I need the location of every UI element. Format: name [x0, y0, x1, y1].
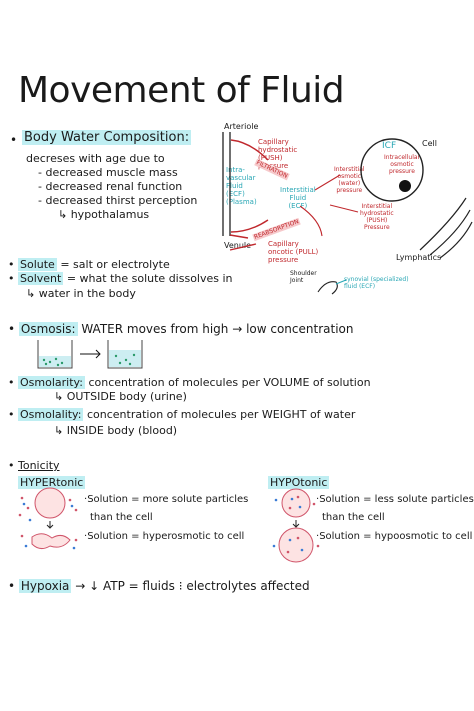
interstitial-hydro-l3: (PUSH)	[366, 217, 388, 224]
solvent-line: • Solvent = what the solute dissolves in	[8, 272, 233, 285]
intravascular-l1: Intra-	[226, 166, 245, 174]
hypo-line-2: ·Solution = hypoosmotic to cell	[316, 531, 473, 542]
cap-hydro-l2: hydrostatic	[258, 146, 298, 154]
solute-line: • Solute = salt or electrolyte	[8, 258, 170, 271]
solute-text: = salt or electrolyte	[60, 258, 170, 271]
cap-oncotic-l1: Capillary	[268, 240, 299, 248]
osmosis-text: WATER moves from high → low concentratio…	[81, 322, 354, 336]
hypo-line-1b: than the cell	[322, 512, 385, 523]
hypo-label: HYPOtonic	[268, 476, 330, 489]
hypo-line-1a-text: Solution = less solute particles	[319, 494, 474, 505]
venule-label: Venule	[224, 241, 252, 250]
bullet-body-water: •	[10, 133, 18, 147]
body-water-item-2: - decreased renal function	[38, 180, 183, 193]
hyper-line-2-text: Solution = hyperosmotic to cell	[87, 531, 245, 542]
lymphatics-label: Lymphatics	[396, 253, 442, 262]
shoulder-l1: Shoulder	[290, 270, 317, 277]
synovial-label: synovial (specialized) fluid (ECF)	[344, 276, 409, 290]
osmolarity-line: • Osmolarity: concentration of molecules…	[8, 376, 371, 389]
hyper-line-1a: ·Solution = more solute particles	[84, 494, 249, 505]
cap-hydro-l1: Capillary	[258, 138, 289, 146]
intravascular-l3: Fluid	[226, 182, 243, 190]
intracellular-osm-label: Intracellular osmotic pressure	[384, 154, 420, 175]
osmolality-label: Osmolality:	[18, 408, 84, 421]
arteriole-label: Arteriole	[224, 122, 259, 131]
shoulder-drawing	[317, 279, 347, 295]
diagram-arrows	[299, 174, 359, 237]
solvent-sub: ↳ water in the body	[26, 287, 136, 300]
cap-hydro-l3: (PUSH)	[258, 154, 283, 162]
intracellular-osm-l3: pressure	[389, 168, 415, 175]
interstitial-fluid-label: Interstitial Fluid (ECF)	[280, 186, 316, 210]
hyper-line-2: ·Solution = hyperosmotic to cell	[84, 531, 245, 542]
cell-drawing	[360, 138, 424, 202]
intracellular-osm-l2: osmotic	[390, 161, 414, 168]
solute-label: Solute	[18, 258, 57, 271]
body-water-item-3: - decreased thirst perception	[38, 194, 198, 207]
solvent-text: = what the solute dissolves in	[66, 272, 233, 285]
intravascular-label: Intra- vascular Fluid (ECF) (Plasma)	[226, 166, 257, 206]
capillary-drawing	[222, 132, 269, 251]
tonicity-line: • Tonicity	[8, 459, 60, 472]
interstitial-osm-l4: pressure	[336, 187, 363, 194]
tonicity-label: Tonicity	[18, 459, 60, 472]
solvent-label: Solvent	[18, 272, 64, 285]
hypo-line-1a: ·Solution = less solute particles	[316, 494, 474, 505]
hyper-line-1a-text: Solution = more solute particles	[87, 494, 249, 505]
interstitial-hydro-l2: hydrostatic	[360, 210, 394, 217]
osmolarity-sub: ↳ OUTSIDE body (urine)	[54, 390, 187, 403]
interstitial-fluid-l1: Interstitial	[280, 186, 316, 194]
shoulder-l2: Joint	[290, 277, 304, 284]
page-title: Movement of Fluid	[18, 70, 345, 111]
interstitial-fluid-l2: Fluid	[289, 194, 307, 202]
hypoxia-label: Hypoxia	[18, 579, 72, 593]
interstitial-osm-l1: Interstitial	[334, 166, 365, 173]
hypo-label-text: HYPOtonic	[268, 476, 330, 489]
osmolality-sub: ↳ INSIDE body (blood)	[54, 424, 178, 437]
osmolarity-label: Osmolarity:	[18, 376, 85, 389]
body-water-sub: ↳ hypothalamus	[58, 208, 150, 221]
shoulder-label: Shoulder Joint	[290, 270, 317, 284]
synovial-l1: synovial (specialized)	[344, 276, 409, 283]
icf-label: ICF	[382, 141, 397, 151]
hyper-line-1b: than the cell	[90, 512, 153, 523]
hypo-line-2-text: Solution = hypoosmotic to cell	[319, 531, 473, 542]
hyper-label-text: HYPERtonic	[18, 476, 86, 489]
osmosis-label: Osmosis:	[18, 322, 78, 336]
body-water-heading: Body Water Composition:	[22, 130, 192, 145]
lymphatics-drawing	[419, 197, 473, 259]
osmosis-line: • Osmosis: WATER moves from high → low c…	[8, 322, 354, 336]
interstitial-osm-l3: (water)	[338, 180, 361, 187]
osmolarity-text: concentration of molecules per VOLUME of…	[88, 376, 371, 389]
hypoxia-text: → ↓ ATP = fluids ⁝ electrolytes affected	[75, 579, 310, 593]
interstitial-osm-label: Interstitial osmotic (water) pressure	[334, 166, 365, 194]
interstitial-osm-l2: osmotic	[337, 173, 362, 180]
synovial-l2: fluid (ECF)	[344, 283, 376, 290]
interstitial-fluid-l3: (ECF)	[288, 202, 308, 210]
interstitial-hydro-label: Interstitial hydrostatic (PUSH) Pressure	[360, 203, 394, 231]
hypotonic-illustration	[272, 488, 320, 563]
body-water-item-1: - decreased muscle mass	[38, 166, 178, 179]
intravascular-l2: vascular	[226, 174, 256, 182]
interstitial-hydro-l4: Pressure	[364, 224, 390, 231]
osmolality-line: • Osmolality: concentration of molecules…	[8, 408, 356, 421]
osmosis-beakers	[37, 340, 143, 369]
cap-oncotic-label: Capillary oncotic (PULL) pressure	[268, 240, 318, 264]
intravascular-l5: (Plasma)	[226, 198, 257, 206]
cap-oncotic-l3: pressure	[268, 256, 299, 264]
body-water-intro: decreses with age due to	[26, 152, 165, 165]
hypertonic-illustration	[18, 487, 78, 550]
intravascular-l4: (ECF)	[226, 190, 245, 198]
intracellular-osm-l1: Intracellular	[384, 154, 421, 161]
interstitial-hydro-l1: Interstitial	[361, 203, 393, 210]
hypoxia-line: • Hypoxia → ↓ ATP = fluids ⁝ electrolyte…	[8, 579, 310, 593]
hyper-label: HYPERtonic	[18, 476, 86, 489]
cap-oncotic-l2: oncotic (PULL)	[268, 248, 319, 256]
osmolality-text: concentration of molecules per WEIGHT of…	[86, 408, 356, 421]
cell-label: Cell	[422, 139, 437, 148]
body-water-heading-text: Body Water Composition:	[22, 130, 192, 145]
